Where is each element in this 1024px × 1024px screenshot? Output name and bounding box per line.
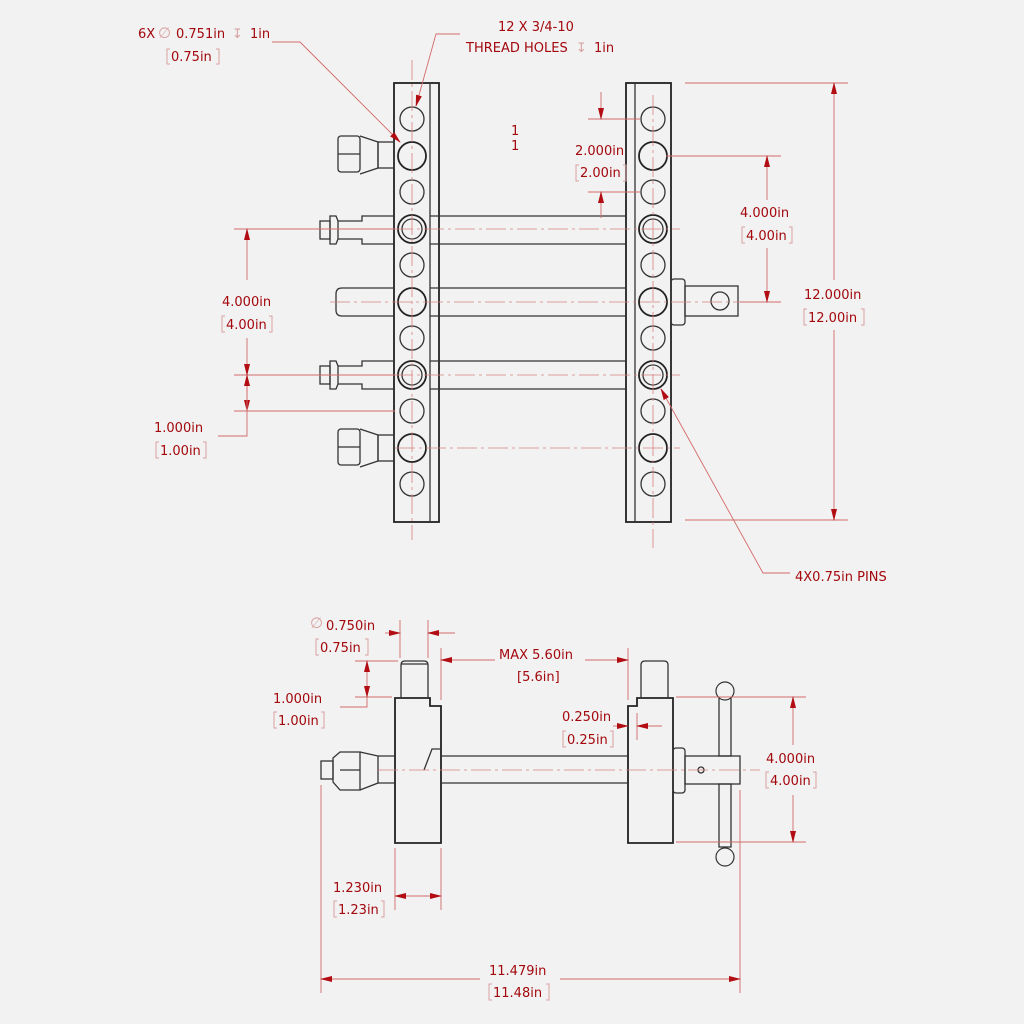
dim-left-4-primary: 4.000in [222,295,271,310]
dim-step: 0.250in 0.25in [562,710,662,748]
dim-right-4-primary: 4.000in [740,206,789,221]
dim-2-primary: 2.000in [575,144,624,159]
dim-pin-height-primary: 1.000in [273,692,322,707]
side-handle [672,681,741,867]
dim-12-primary: 12.000in [804,288,861,303]
diameter-symbol: ∅ [158,24,171,42]
dim-pin-height-alt: 1.00in [278,714,319,729]
rods [430,215,626,390]
dim-step-primary: 0.250in [562,710,611,725]
dim-max-opening: MAX 5.60in [5.6in] [440,648,629,700]
dim-left-1-primary: 1.000in [154,421,203,436]
dim-jaw-width: 1.230in 1.23in [333,848,442,918]
callout-pins: 4X0.75in PINS [660,388,887,585]
dim-2-alt: 2.00in [580,166,621,181]
dim-pin-dia: ∅ 0.750in 0.75in [310,614,455,658]
dim-handle-primary: 4.000in [766,752,815,767]
dim-overall-alt: 11.48in [493,986,542,1001]
left-nut-top [337,135,395,175]
dim-pin-height: 1.000in 1.00in [273,660,398,729]
dim-max-primary: MAX 5.60in [499,648,573,663]
dim-jaw-width-primary: 1.230in [333,881,382,896]
dim-handle: 4.000in 4.00in [676,696,817,870]
dim-jaw-width-alt: 1.23in [338,903,379,918]
dim-pin-dia-alt: 0.75in [320,641,361,656]
dim-overall-12: 12.000in 12.00in [685,82,865,521]
side-rod [378,755,628,784]
callout-thread-holes: 12 X 3/4-10 THREAD HOLES ↧ 1in [415,20,614,107]
hole-spec-diameter: 0.751in [176,27,225,42]
left-pin-1 [319,215,394,245]
dim-12-alt: 12.00in [808,311,857,326]
depth-symbol: ↧ [576,41,587,56]
dim-max-alt: [5.6in] [517,670,560,685]
top-view: 6X ∅ 0.751in ↧ 1in 0.75in 12 X 3/4-10 TH… [138,20,887,585]
dim-spacing-2: 2.000in 2.00in [575,92,640,218]
depth-symbol: ↧ [232,27,243,42]
note-b: 1 [511,139,519,154]
side-left-jaw [394,660,442,844]
dim-step-alt: 0.25in [567,733,608,748]
dim-handle-alt: 4.00in [770,774,811,789]
callout-hole-spec: 6X ∅ 0.751in ↧ 1in 0.75in [138,24,401,143]
hole-spec-prefix: 6X [138,27,155,42]
dim-left-1-alt: 1.00in [160,444,201,459]
pins-label: 4X0.75in PINS [795,570,887,585]
dim-left-4: 4.000in 4.00in [221,228,395,376]
left-nut-bottom [337,428,395,468]
side-right-jaw [627,660,674,844]
dim-pin-dia-primary: 0.750in [326,619,375,634]
dim-left-1: 1.000in 1.00in [154,374,395,459]
dim-right-4: 4.000in 4.00in [666,155,793,303]
dim-overall-primary: 11.479in [489,964,546,979]
hole-spec-depth: 1in [250,27,270,42]
dim-left-4-alt: 4.00in [226,318,267,333]
hole-spec-alt: 0.75in [171,50,212,65]
thread-line2: THREAD HOLES [465,41,568,56]
side-view: ∅ 0.750in 0.75in 1.000in 1.00in MAX 5.60… [273,614,817,1001]
left-jaw-bar [393,82,440,523]
dim-right-4-alt: 4.00in [746,229,787,244]
note-a: 1 [511,124,519,139]
thread-line1: 12 X 3/4-10 [498,20,574,35]
diameter-symbol: ∅ [310,614,323,632]
side-nut [320,751,379,791]
thread-depth: 1in [594,41,614,56]
center-lines [300,60,750,548]
dim-overall: 11.479in 11.48in [320,785,741,1001]
